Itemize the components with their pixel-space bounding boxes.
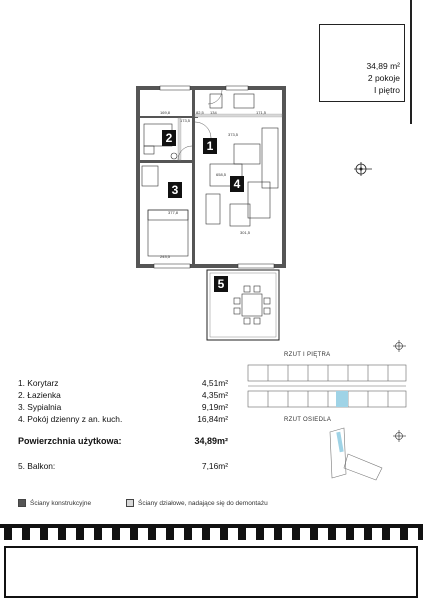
dimension-label: 658,5 [216, 172, 227, 177]
compass-icon [354, 162, 372, 176]
dimension-label: 134 [210, 110, 217, 115]
decorative-frame-strip [0, 524, 423, 540]
room-label: 1. Korytarz [18, 378, 59, 388]
room-label: 2. Łazienka [18, 390, 61, 400]
room-badge-4: 4 [230, 176, 244, 192]
dimension-label: 243,5 [160, 254, 171, 259]
room-area: 9,19m² [201, 402, 228, 412]
compass-icon [393, 430, 406, 442]
frame-box [4, 546, 418, 598]
room-area: 4,35m² [201, 390, 228, 400]
room-badge-5: 5 [214, 276, 228, 292]
room-number-5: 5 [218, 277, 225, 291]
balcony-label: 5. Balkon: [18, 461, 56, 471]
legend-structural: Ściany konstrukcyjne [30, 500, 92, 507]
estate-minimap [329, 427, 383, 481]
dimension-label: 377,8 [168, 210, 179, 215]
dimension-label: 373,5 [228, 132, 239, 137]
dimension-label: 171,5 [256, 110, 267, 115]
floor-map-label: RZUT I PIĘTRA [284, 352, 331, 358]
room-badge-2: 2 [162, 130, 176, 146]
structural-wall-swatch [18, 499, 26, 507]
floor-minimap [247, 364, 407, 408]
room-number-2: 2 [166, 131, 173, 145]
room-number-3: 3 [172, 183, 179, 197]
partition-wall-swatch [126, 499, 134, 507]
apartment-highlight [336, 431, 344, 453]
room-badge-3: 3 [168, 182, 182, 198]
dimension-label: 301,5 [240, 230, 251, 235]
room-badge-1: 1 [203, 138, 217, 154]
usable-area-value: 34,89m² [194, 436, 228, 446]
floor-plan: 1 2 3 4 5 169,8 173,5 82,5 134 171,5 373… [136, 85, 286, 341]
balcony-area: 7,16m² [201, 461, 228, 471]
room-area: 16,84m² [197, 414, 228, 424]
room-label: 3. Sypialnia [18, 402, 62, 412]
dimension-label: 82,5 [196, 110, 205, 115]
room-area: 4,51m² [201, 378, 228, 388]
dimension-label: 173,5 [180, 118, 191, 123]
room-label: 4. Pokój dzienny z an. kuch. [18, 414, 123, 424]
frame-vertical-line [410, 0, 412, 124]
summary-rooms: 2 pokoje [367, 73, 400, 83]
apartment-highlight [336, 391, 348, 407]
summary-floor: I piętro [374, 85, 400, 95]
room-number-4: 4 [234, 177, 241, 191]
estate-map-label: RZUT OSIEDLA [284, 417, 332, 423]
usable-area-label: Powierzchnia użytkowa: [18, 436, 122, 446]
dimension-label: 169,8 [160, 110, 171, 115]
balcony-outline [206, 269, 280, 341]
legend-partition: Ściany działowe, nadające się do demonta… [138, 500, 268, 507]
summary-area: 34,89 m² [366, 61, 400, 71]
room-number-1: 1 [207, 139, 214, 153]
compass-icon [393, 340, 406, 352]
apartment-summary-box: 34,89 m² 2 pokoje I piętro [319, 24, 405, 102]
